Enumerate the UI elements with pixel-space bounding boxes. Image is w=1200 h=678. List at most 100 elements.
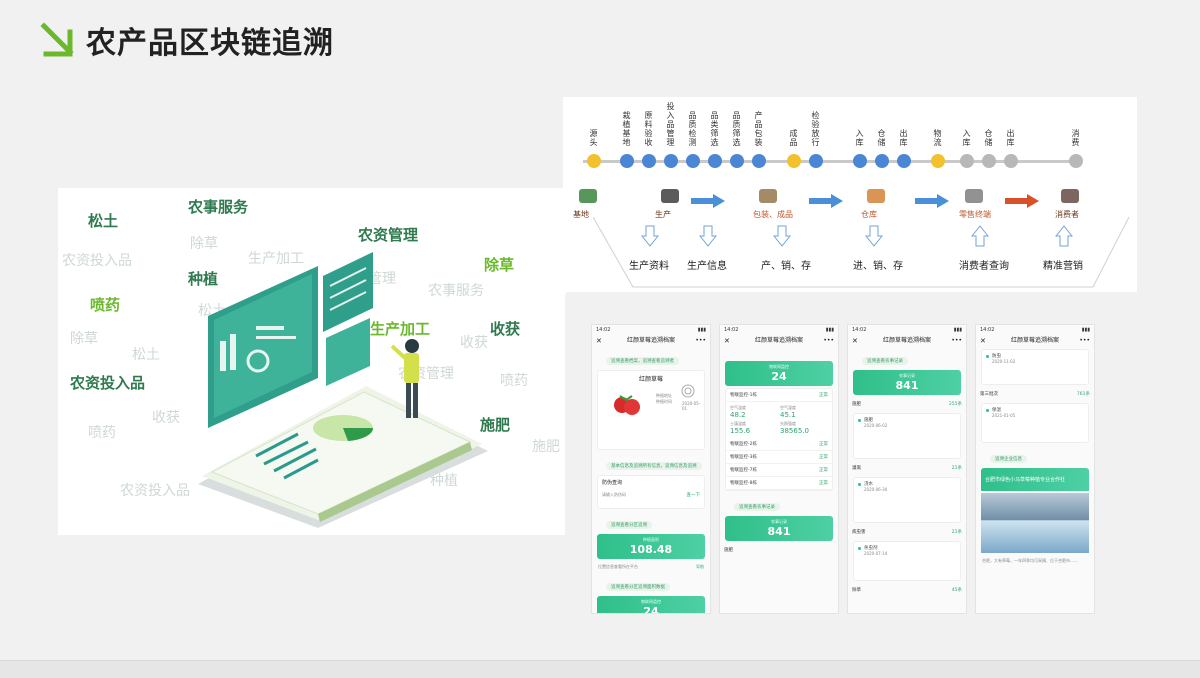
timeline-stage-dot: [730, 154, 744, 168]
timeline-dot: [858, 547, 861, 550]
record-item-title: 防虫: [992, 354, 1001, 359]
section-title: 灌溉: [852, 466, 861, 471]
status-bar: 14:02▮▮▮: [720, 325, 838, 335]
iot-row[interactable]: 物联监控-8栋正常: [726, 477, 832, 490]
traceability-timeline: 源头栽植基地原料验收投入品管理品质检测品类筛选品质筛选产品包装成品检验放行入库仓…: [563, 97, 1137, 292]
word-cloud-text: 收获: [490, 320, 521, 338]
query-button[interactable]: 查一下: [686, 493, 701, 498]
section-pill[interactable]: 追溯查看农事记录: [734, 503, 780, 511]
query-title: 防伪查询: [602, 480, 623, 486]
section-pill[interactable]: 追溯查看分区追溯面积数据: [606, 583, 670, 591]
flow-node-icon: [965, 189, 983, 203]
timeline-dot: [986, 355, 989, 358]
flow-node-label: 消费者: [1055, 210, 1079, 219]
iot-row[interactable]: 物联监控-2栋正常: [726, 438, 832, 451]
plant-date: 2020-05-01: [682, 401, 701, 411]
timeline-stage-dot: [587, 154, 601, 168]
timeline-stage-dot: [875, 154, 889, 168]
word-cloud-text: 农资管理: [358, 226, 419, 244]
flow-node-icon: [661, 189, 679, 203]
section-pill[interactable]: 基本信息及追溯所有信息，追溯信息及追溯: [606, 462, 702, 470]
close-icon[interactable]: ✕: [980, 337, 986, 345]
timeline-stage-label: 品类筛选: [710, 111, 719, 147]
query-input[interactable]: 请输入防伪码: [602, 492, 626, 497]
record-item-date: 2021-01-05: [992, 413, 1016, 418]
sensor-value: 48.2: [730, 411, 746, 419]
timeline-stage-dot: [982, 154, 996, 168]
status-bar: 14:02▮▮▮: [848, 325, 966, 335]
section-pill[interactable]: 追溯查看分区追溯: [606, 521, 652, 529]
status-bar: 14:02▮▮▮: [976, 325, 1094, 335]
more-icon[interactable]: •••: [951, 337, 962, 344]
timeline-stage-label: 投入品管理: [666, 102, 675, 147]
word-cloud-text: 收获: [152, 410, 180, 426]
timeline-stage-dot: [1004, 154, 1018, 168]
arrow-up-icon: [1055, 225, 1073, 247]
record-row-title: 施肥: [724, 548, 733, 553]
area-card: 种植面积 108.48: [597, 534, 705, 559]
screen-header: ✕红颜草莓追溯档案•••: [592, 335, 710, 347]
flow-frame: [593, 216, 1130, 288]
more-icon[interactable]: •••: [695, 337, 706, 344]
word-cloud-text: 松土: [88, 212, 119, 230]
close-icon[interactable]: ✕: [596, 337, 602, 345]
farm-record-card: 农事记录 841: [725, 516, 833, 541]
iot-value: 24: [643, 605, 659, 614]
sensor-label: 空气湿度: [780, 405, 796, 410]
iot-row[interactable]: 物联监控-7栋正常: [726, 464, 832, 477]
flow-info-label: 生产资料: [629, 261, 669, 272]
section-pill[interactable]: 追溯企业信息: [990, 455, 1027, 463]
phone-screen-2: 14:02▮▮▮ ✕红颜草莓追溯档案••• 物联网监控 24 物联监控-1栋正常…: [719, 324, 839, 614]
page-title: 农产品区块链追溯: [86, 26, 334, 61]
more-icon[interactable]: •••: [1079, 337, 1090, 344]
strawberry-icon: [614, 395, 640, 415]
record-item-title: 浇水: [864, 482, 873, 487]
address-text: 位置信息查看所在平台: [598, 564, 638, 569]
record-row[interactable]: 施肥: [720, 543, 838, 557]
info-line: 种植地址: [656, 393, 672, 398]
timeline-stage-label: 仓储: [877, 129, 886, 147]
product-card: 红颜草莓 种植地址种植时间 2020-05-01: [597, 370, 705, 450]
screen-title: 红颜草莓追溯档案: [882, 337, 931, 344]
screen-header: ✕ 红颜草莓追溯档案 •••: [848, 335, 966, 347]
close-icon[interactable]: ✕: [852, 337, 858, 345]
greenhouse-photo: [981, 493, 1089, 553]
timeline-stage-dot: [809, 154, 823, 168]
iot-row[interactable]: 物联监控-1栋正常: [726, 389, 832, 402]
timeline-stage-dot: [897, 154, 911, 168]
timeline-stage-label: 检验放行: [811, 111, 820, 147]
phone-screens-panel: 14:02▮▮▮ ✕红颜草莓追溯档案••• 追溯查看档案，追溯查看追溯者 红颜草…: [565, 294, 1137, 618]
phone-screen-1: 14:02▮▮▮ ✕红颜草莓追溯档案••• 追溯查看档案，追溯查看追溯者 红颜草…: [591, 324, 711, 614]
navigate-button[interactable]: 导航: [696, 564, 704, 569]
flow-info-label: 生产信息: [687, 261, 727, 272]
phone-screen-3: 14:02▮▮▮ ✕红颜草莓追溯档案••• 追溯查看农事记录 农事记录 841 …: [847, 324, 967, 614]
timeline-stage-label: 成品: [789, 129, 798, 147]
sensor-value: 45.1: [780, 411, 796, 419]
iot-row[interactable]: 物联监控-3栋正常: [726, 451, 832, 464]
isometric-device-icon: [198, 252, 488, 528]
record-item-date: 2020-06-30: [864, 487, 888, 492]
row-status: 正常: [819, 455, 828, 460]
signal-icon: ▮▮▮: [697, 327, 706, 333]
record-value: 841: [895, 379, 919, 392]
record-item-title: 施肥: [864, 418, 873, 423]
status-time: 14:02: [852, 327, 867, 333]
iot-gauge-card: 物联网监控 24: [725, 361, 833, 386]
timeline-track: [583, 160, 1073, 163]
section-pill[interactable]: 追溯查看档案，追溯查看追溯者: [606, 357, 679, 365]
row-status: 正常: [819, 442, 828, 447]
flow-node-label: 包装、成品: [753, 210, 793, 219]
section-pill[interactable]: 追溯查看农事记录: [862, 357, 908, 365]
sensor-label: 空气温度: [730, 405, 746, 410]
word-cloud-text: 施肥: [532, 439, 560, 455]
word-cloud-text: 农资投入品: [62, 253, 132, 269]
close-icon[interactable]: ✕: [724, 337, 730, 345]
more-icon[interactable]: •••: [823, 337, 834, 344]
